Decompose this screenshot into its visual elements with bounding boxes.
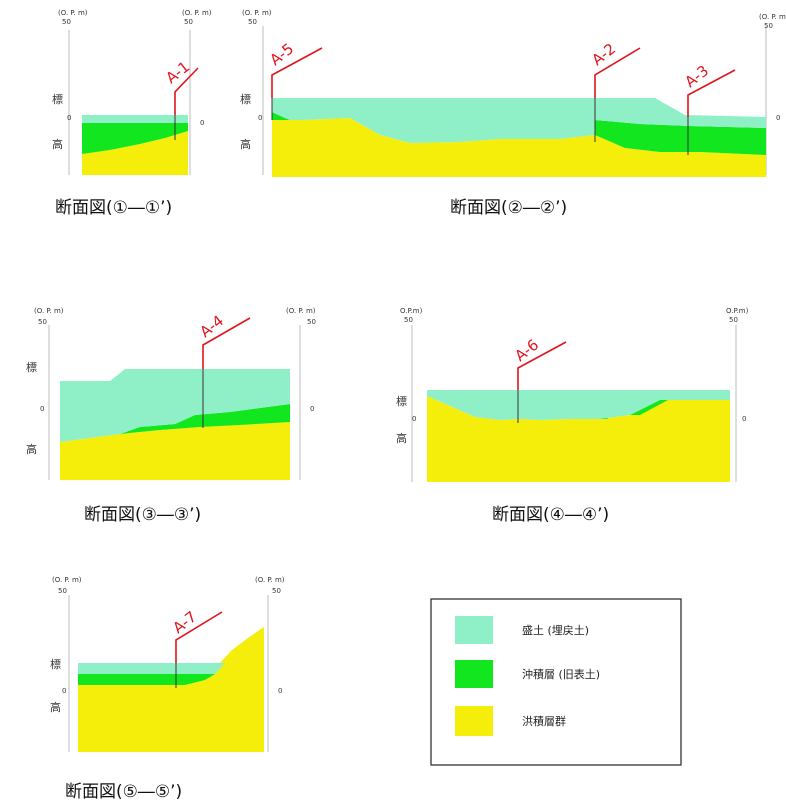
tick-0-label: 0 — [258, 114, 262, 122]
borehole-flag — [174, 67, 199, 115]
tick-0-label: 0 — [40, 405, 44, 413]
unit-label: (O. P. m) — [759, 13, 786, 21]
tick-0-label: 0 — [67, 114, 71, 122]
section-3: (O. P. m) 50 (O. P. m) 50 0 0 標 高 A-4 断面… — [26, 307, 316, 525]
unit-label: (O. P. m) — [52, 576, 82, 584]
legend-label: 洪積層群 — [522, 714, 566, 728]
layer-diluvium — [82, 131, 188, 175]
borehole-label-a3: A-3 — [681, 62, 712, 92]
section-2: (O. P. m) 50 (O. P. m) 50 0 0 標 高 A-5 A-… — [240, 9, 786, 218]
unit-label: (O. P. m) — [58, 9, 88, 17]
tick-0-label: 0 — [776, 114, 780, 122]
layer-alluvium — [82, 123, 188, 154]
unit-label: O.P.m) — [400, 307, 423, 315]
elevation-char-bottom: 高 — [52, 137, 63, 151]
unit-label: (O. P. m) — [286, 307, 316, 315]
layer-fill-soil — [272, 98, 766, 143]
borehole-label-a2: A-2 — [588, 40, 619, 70]
borehole-label-a7: A-7 — [169, 608, 200, 638]
elevation-char-top: 標 — [396, 394, 407, 408]
unit-label: (O. P. m) — [182, 9, 212, 17]
layer-alluvium — [595, 120, 766, 155]
tick-50-label: 50 — [38, 318, 47, 326]
tick-0-label: 0 — [278, 687, 282, 695]
tick-50-label: 50 — [62, 18, 71, 26]
tick-50-label: 50 — [272, 587, 281, 595]
unit-label: (O. P. m) — [34, 307, 64, 315]
layer-alluvium — [120, 404, 290, 434]
section-5: (O. P. m) 50 (O. P. m) 50 0 0 標 高 A-7 断面… — [50, 576, 285, 802]
layer-diluvium — [272, 118, 766, 177]
section-caption: 断面図(③―③’) — [84, 505, 201, 525]
layer-fill-soil — [82, 115, 188, 123]
elevation-char-top: 標 — [240, 92, 251, 106]
layer-diluvium — [78, 627, 264, 752]
tick-0-label: 0 — [412, 415, 416, 423]
tick-0-label: 0 — [200, 119, 204, 127]
layer-alluvium-left — [272, 112, 290, 120]
legend-label: 盛土 (埋戻土) — [522, 623, 589, 637]
section-caption: 断面図(①―①’) — [55, 198, 172, 218]
legend-swatch-fill-soil — [455, 616, 493, 644]
layer-fill-soil — [78, 663, 225, 674]
tick-50-label: 50 — [307, 318, 316, 326]
elevation-char-bottom: 高 — [240, 137, 251, 151]
tick-50-label: 50 — [58, 587, 67, 595]
unit-label: (O. P. m) — [255, 576, 285, 584]
layer-alluvium — [78, 674, 215, 685]
tick-50-label: 50 — [729, 316, 738, 324]
legend: 盛土 (埋戻土) 沖積層 (旧表土) 洪積層群 — [430, 598, 682, 766]
layer-fill-soil — [60, 369, 290, 442]
legend-swatch-alluvium — [455, 660, 493, 688]
legend-swatch-diluvium — [455, 706, 493, 736]
elevation-char-bottom: 高 — [26, 442, 37, 456]
section-4: O.P.m) 50 O.P.m) 50 0 0 標 高 A-6 断面図(④―④’… — [396, 307, 749, 525]
unit-label: (O. P. m) — [242, 9, 272, 17]
legend-label: 沖積層 (旧表土) — [522, 667, 600, 681]
section-1: (O. P. m) 50 (O. P. m) 50 0 0 標 高 A-1 断面… — [52, 9, 212, 218]
unit-label: O.P.m) — [726, 307, 749, 315]
borehole-flag — [594, 47, 641, 98]
layer-fill-soil — [427, 390, 730, 420]
borehole-label-a6: A-6 — [511, 336, 542, 366]
layer-alluvium-patch — [630, 400, 668, 415]
borehole-flag — [517, 341, 567, 390]
elevation-char-top: 標 — [26, 360, 37, 374]
layer-diluvium — [427, 396, 730, 482]
tick-50-label: 50 — [764, 22, 773, 30]
borehole-flag — [687, 69, 736, 117]
tick-0-label: 0 — [62, 687, 66, 695]
tick-50-label: 50 — [248, 18, 257, 26]
elevation-char-top: 標 — [50, 657, 61, 671]
tick-50-label: 50 — [404, 316, 413, 324]
section-caption: 断面図(④―④’) — [492, 505, 609, 525]
tick-0-label: 0 — [310, 405, 314, 413]
borehole-flag — [271, 47, 323, 98]
borehole-flag — [175, 611, 223, 663]
elevation-char-bottom: 高 — [50, 700, 61, 714]
tick-50-label: 50 — [184, 18, 193, 26]
section-caption: 断面図(②―②’) — [450, 198, 567, 218]
borehole-label-a1: A-1 — [162, 58, 193, 88]
tick-0-label: 0 — [742, 415, 746, 423]
layer-diluvium — [60, 422, 290, 480]
section-caption: 断面図(⑤―⑤’) — [65, 782, 182, 802]
borehole-flag — [202, 317, 251, 369]
elevation-char-bottom: 高 — [396, 431, 407, 445]
elevation-char-top: 標 — [52, 92, 63, 106]
borehole-label-a4: A-4 — [196, 312, 227, 342]
